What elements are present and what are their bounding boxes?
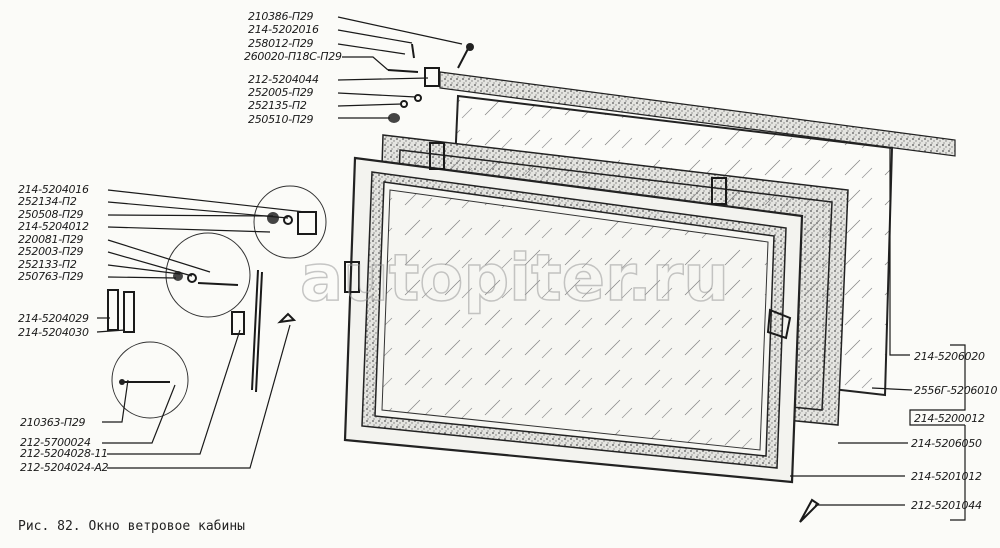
left-labels: 214-5204016 252134-П2 250508-П29 214-520… — [18, 183, 109, 474]
part-label: 252135-П2 — [248, 99, 307, 112]
part-label: 214-5204029 — [18, 312, 89, 325]
part-label: 260020-П18С-П29 — [244, 50, 342, 63]
detail-circle-mid — [165, 232, 251, 318]
part-label: 212-5700024 — [20, 436, 91, 449]
part-label: 258012-П29 — [248, 37, 314, 50]
part-label: 252134-П2 — [18, 195, 77, 208]
part-label: 214-5206050 — [911, 437, 982, 450]
top-labels: 210386-П29 214-5202016 258012-П29 260020… — [244, 10, 342, 126]
part-label: 250763-П29 — [18, 270, 84, 283]
part-label: 214-5204012 — [18, 220, 89, 233]
part-label: 252133-П2 — [18, 258, 77, 271]
part-label: 250510-П29 — [248, 113, 314, 126]
part-label: 214-5202016 — [248, 23, 319, 36]
part-label: 212-5204024-А2 — [20, 461, 109, 474]
part-label: 214-5204016 — [18, 183, 89, 196]
part-label: 252005-П29 — [248, 86, 314, 99]
part-label: 214-5201012 — [911, 470, 982, 483]
part-label: 210386-П29 — [248, 10, 314, 23]
part-label: 212-5204044 — [248, 73, 319, 86]
right-labels: 214-5206020 2556Г-5206010 214-5200012 21… — [911, 350, 998, 512]
part-label: 212-5201044 — [911, 499, 982, 512]
watermark: autopiter.ru — [300, 242, 729, 316]
part-label: 250508-П29 — [18, 208, 84, 221]
part-label: 212-5204028-11 — [20, 447, 108, 460]
part-label: 220081-П29 — [18, 233, 84, 246]
detail-circle-top — [253, 185, 327, 259]
top-hardware — [387, 43, 474, 123]
part-label: 252003-П29 — [18, 245, 84, 258]
figure-caption: Рис. 82. Окно ветровое кабины — [18, 519, 245, 534]
part-label: 214-5200012 — [914, 412, 985, 425]
part-label: 210363-П29 — [20, 416, 86, 429]
part-label: 214-5206020 — [914, 350, 985, 363]
detail-circle-bottom — [111, 341, 189, 419]
leader-lines — [96, 16, 966, 521]
part-label: 214-5204030 — [18, 326, 89, 339]
part-label: 2556Г-5206010 — [914, 384, 997, 397]
